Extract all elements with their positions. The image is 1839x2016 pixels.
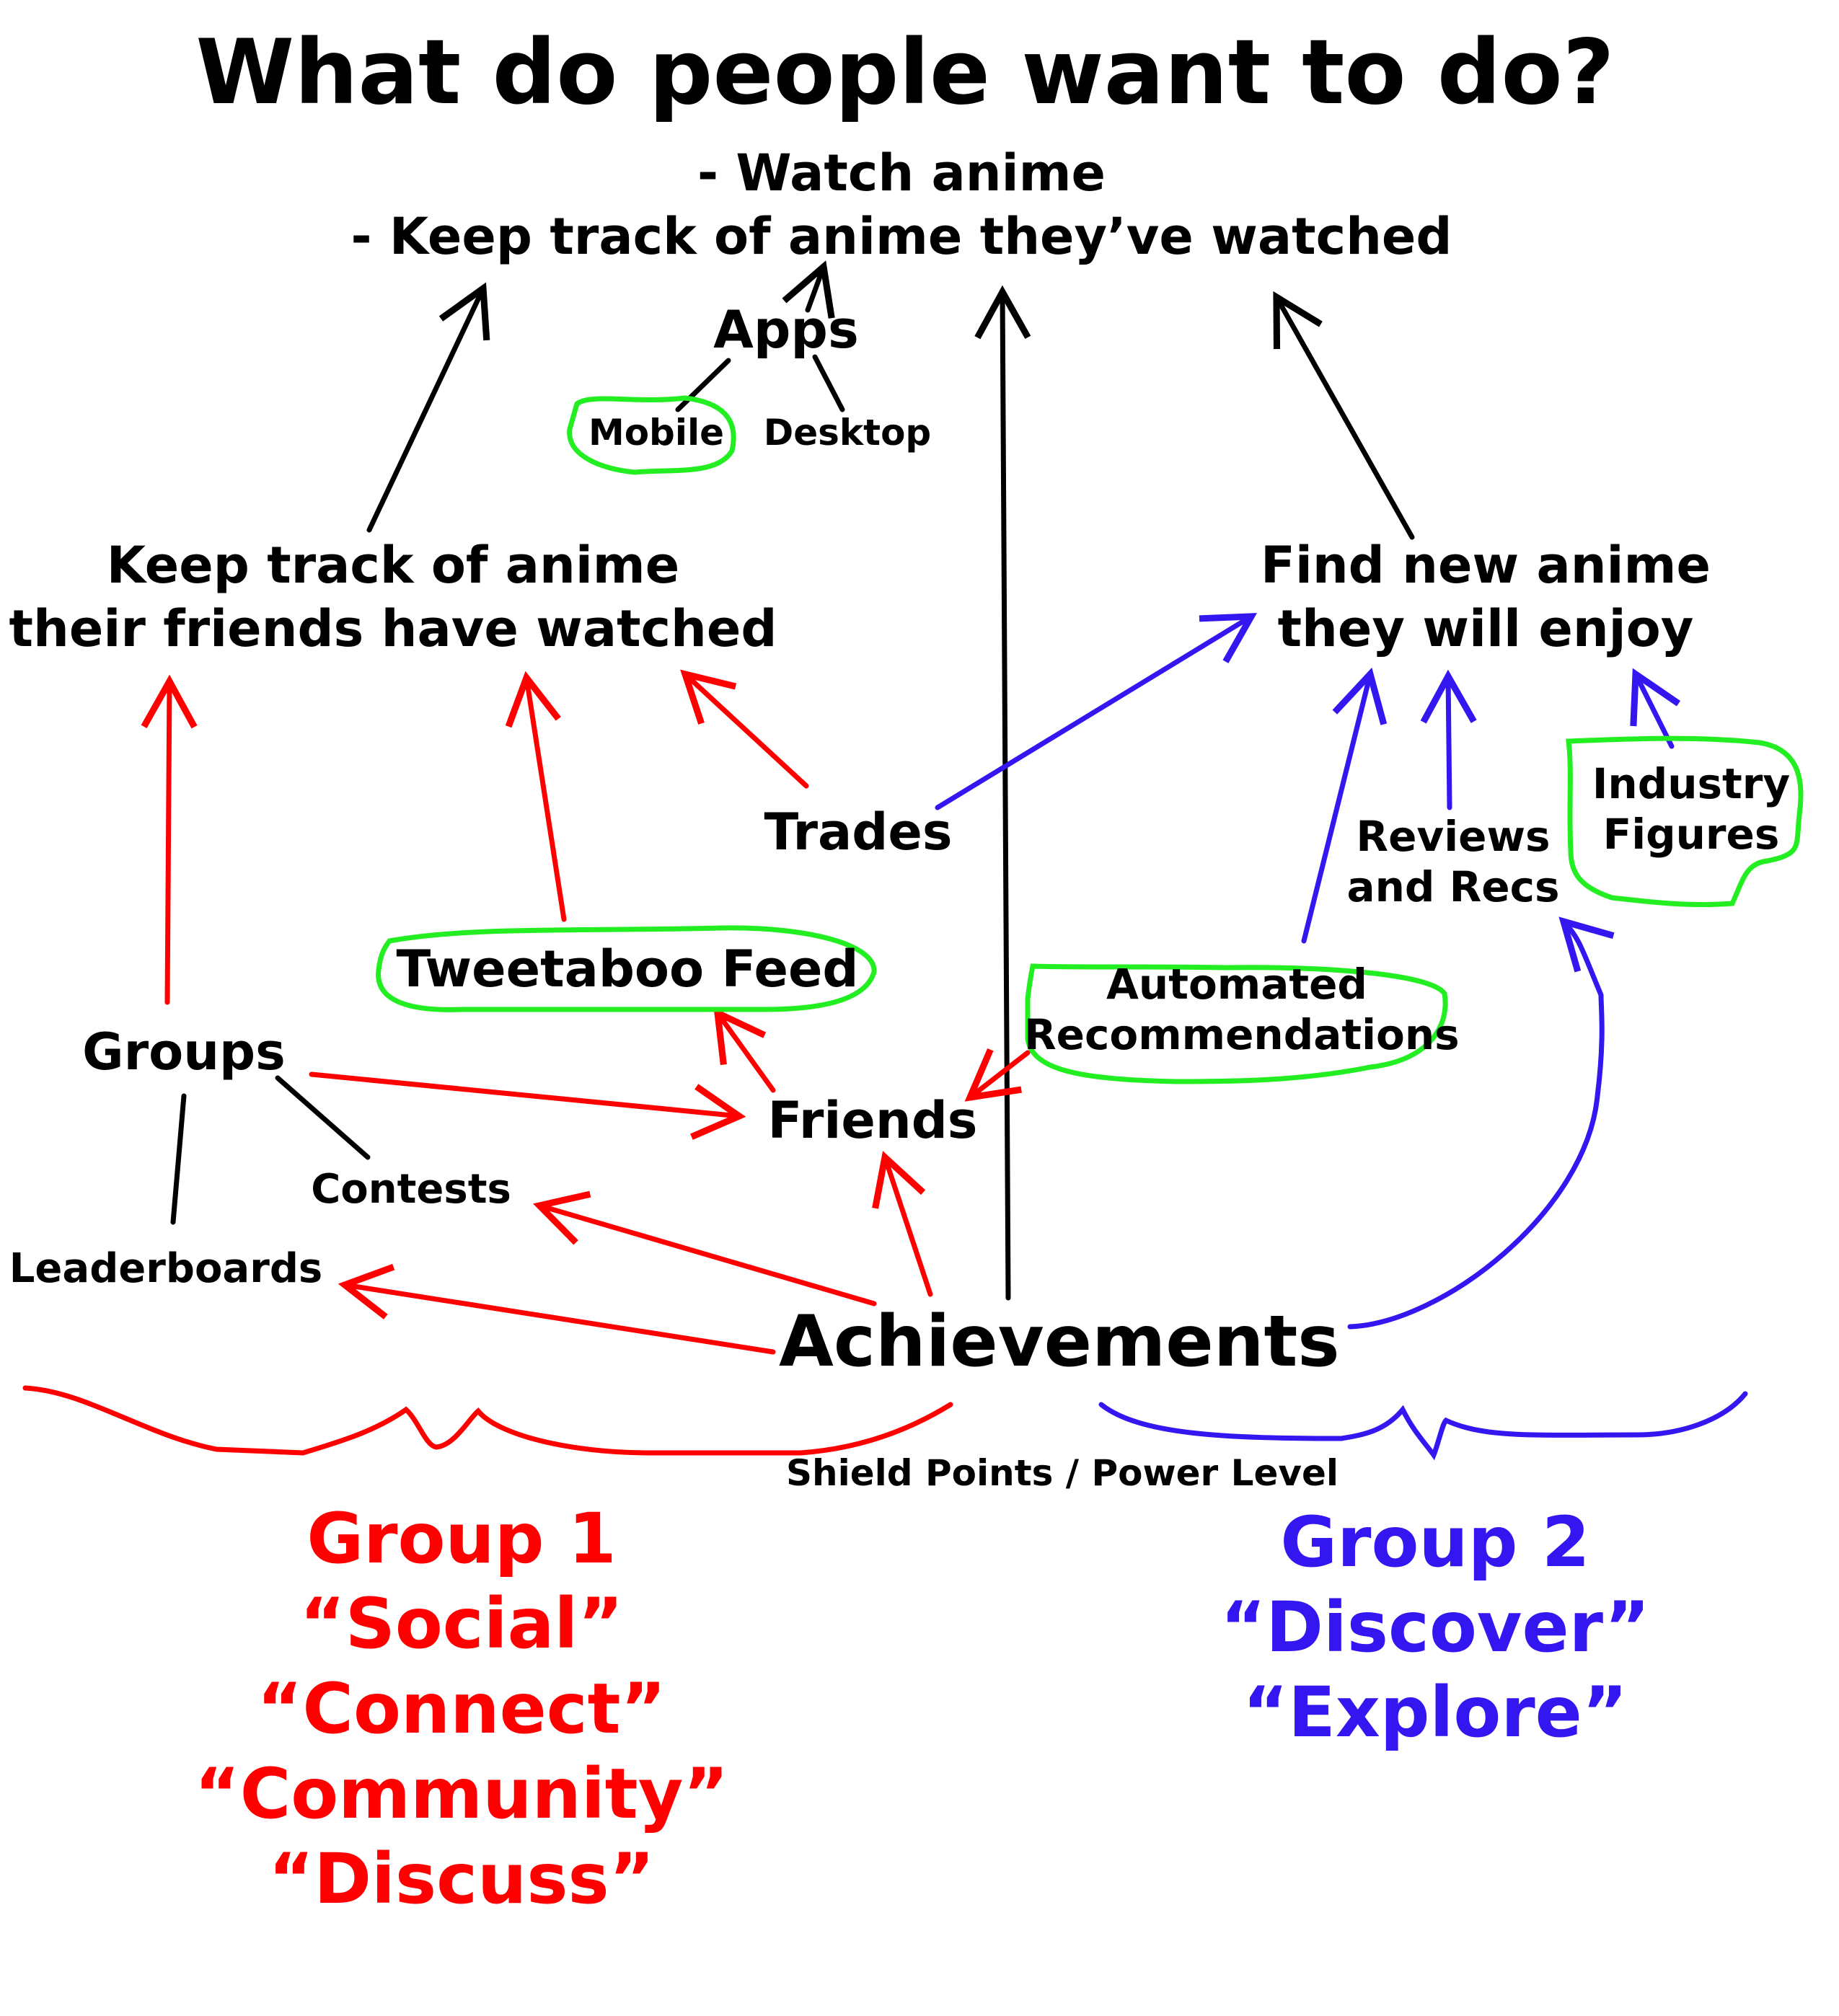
node-apps: Apps <box>713 299 859 360</box>
highlight-feed <box>376 925 877 1012</box>
black-arrows <box>170 260 1415 1301</box>
highlight-industry <box>1566 735 1804 908</box>
reviews-line-1: Reviews <box>1356 812 1551 861</box>
node-find-new: Find new anime they will enjoy <box>1226 534 1745 660</box>
line-apps-desktop <box>812 354 845 412</box>
arrow-industry-to-findnew <box>1630 668 1681 749</box>
node-reviews: Reviews and Recs <box>1334 811 1572 912</box>
goal-watch-anime: - Watch anime <box>697 143 1106 203</box>
group-1-word: “Discuss” <box>268 1839 655 1919</box>
group-1-word: “Social” <box>299 1583 624 1664</box>
find-new-line-1: Find new anime <box>1261 536 1711 595</box>
automated-line-2: Recommendations <box>1024 1010 1460 1059</box>
group-2-heading: Group 2 <box>1280 1502 1590 1583</box>
node-friends-track: Keep track of anime their friends have w… <box>0 534 786 660</box>
friends-track-line-2: their friends have watched <box>9 599 777 658</box>
node-trades: Trades <box>764 803 953 862</box>
arrow-groups-to-friendstrack <box>141 674 198 1005</box>
node-tweetaboo-feed: Tweetaboo Feed <box>396 940 859 999</box>
red-arrows <box>141 669 1031 1355</box>
page-title: What do people want to do? <box>195 21 1615 125</box>
arrow-achievements-to-leaderboards <box>338 1263 776 1355</box>
node-friends: Friends <box>767 1091 978 1150</box>
arrow-trades-to-friendstrack <box>680 669 809 789</box>
node-achievements: Achievements <box>779 1301 1340 1383</box>
group-2-block: Group 2 “Discover” “Explore” <box>1111 1500 1760 1755</box>
group-1-word: “Connect” <box>257 1668 666 1749</box>
arrow-groups-to-friends <box>309 1071 746 1140</box>
node-leaderboards: Leaderboards <box>9 1245 323 1292</box>
arrow-achievements-to-reviews <box>1347 916 1615 1330</box>
goals-block: - Watch anime - Keep track of anime they… <box>0 141 1803 268</box>
arrow-achievements-to-goals <box>974 285 1031 1301</box>
node-shield-points: Shield Points / Power Level <box>786 1452 1339 1494</box>
line-groups-leaderboards <box>170 1093 187 1225</box>
arrow-achievements-to-friends <box>872 1151 933 1297</box>
node-automated: Automated Recommendations <box>1024 959 1460 1060</box>
arrow-findnew-to-goals <box>1273 291 1415 540</box>
arrow-feed-to-friendstrack <box>505 671 567 922</box>
green-highlights <box>376 395 1804 1084</box>
arrow-trades-to-findnew <box>935 613 1258 810</box>
group-1-word: “Community” <box>194 1754 729 1834</box>
node-industry: Industry Figures <box>1579 759 1803 859</box>
group-1-heading: Group 1 <box>306 1498 617 1579</box>
line-apps-mobile <box>675 358 731 412</box>
arrow-friends-to-feed <box>713 1007 776 1093</box>
industry-line-2: Figures <box>1602 810 1780 859</box>
arrow-reviews-to-findnew <box>1420 669 1477 810</box>
group-2-word: “Explore” <box>1243 1672 1628 1753</box>
group-1-block: Group 1 “Social” “Connect” “Community” “… <box>144 1496 779 1922</box>
goal-keep-track: - Keep track of anime they’ve watched <box>350 207 1452 266</box>
friends-track-line-1: Keep track of anime <box>106 536 680 595</box>
highlight-mobile <box>567 395 736 475</box>
blue-bracket <box>1098 1391 1748 1461</box>
node-mobile: Mobile <box>588 412 725 454</box>
group-2-word: “Discover” <box>1220 1587 1650 1668</box>
arrow-apps-to-goals <box>782 260 835 319</box>
reviews-line-2: and Recs <box>1346 862 1560 911</box>
find-new-line-2: they will enjoy <box>1277 599 1694 658</box>
arrow-friendstrack-to-goals <box>366 282 490 533</box>
blue-arrows <box>935 613 1681 1330</box>
node-contests: Contests <box>311 1166 511 1213</box>
red-bracket <box>22 1385 953 1456</box>
node-desktop: Desktop <box>763 412 932 454</box>
arrow-automated-to-friends <box>964 1048 1031 1102</box>
arrow-achievements-to-contests <box>533 1190 877 1307</box>
automated-line-1: Automated <box>1106 960 1367 1009</box>
industry-line-1: Industry <box>1592 759 1791 808</box>
node-groups: Groups <box>82 1022 286 1082</box>
line-groups-contests <box>275 1075 371 1160</box>
arrow-automated-to-findnew <box>1301 667 1388 944</box>
highlight-automated <box>1025 963 1448 1084</box>
